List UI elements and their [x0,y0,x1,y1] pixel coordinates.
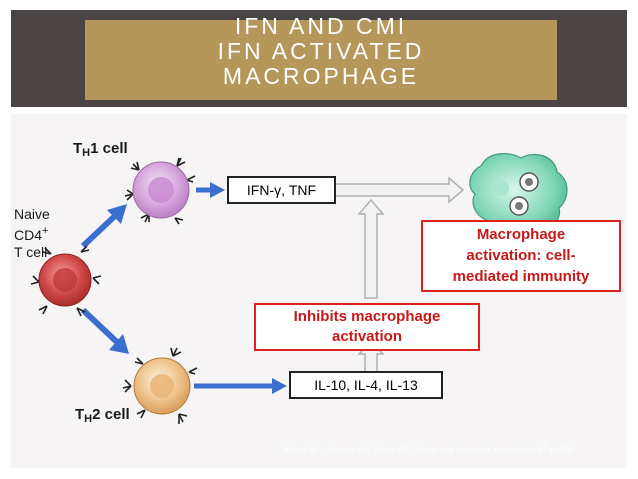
th1-label: TH1 cell [73,140,128,159]
th1-cell [125,158,195,224]
title-line-1: IFN AND CMI [85,14,557,39]
macrophage-activation-box: Macrophage activation: cell- mediated im… [421,220,621,292]
citation: Abbas AK, Lichtman AH, Pober JS. Cellula… [284,445,574,455]
arrow-th2-to-il [194,378,287,394]
ifn-tnf-label: IFN-γ, TNF [247,182,316,198]
macrophage-line-3: mediated immunity [423,266,619,287]
arrow-naive-to-th2 [83,310,129,354]
macrophage-line-2: activation: cell- [423,245,619,266]
il-label: IL-10, IL-4, IL-13 [314,377,418,393]
slide-title: IFN AND CMI IFN ACTIVATED MACROPHAGE [85,14,557,89]
arrow-naive-to-th1 [83,204,127,246]
ifn-tnf-box: IFN-γ, TNF [227,176,336,204]
arrow-th1-to-ifn [196,182,225,198]
inhibit-line-2: activation [256,327,478,347]
naive-label: Naive CD4+ T cell [14,206,50,261]
title-line-2: IFN ACTIVATED [85,39,557,64]
inhibit-box: Inhibits macrophage activation [254,303,480,351]
figure-panel: TH1 cell TH2 cell Naive CD4+ T cell IFN-… [11,114,627,468]
il-box: IL-10, IL-4, IL-13 [289,371,443,399]
th2-cell [123,348,197,424]
title-line-3: MACROPHAGE [85,64,557,89]
arrow-ifn-to-macrophage [334,178,463,202]
arrow-inhibit-up [359,200,383,298]
macrophage-line-1: Macrophage [423,224,619,245]
inhibit-line-1: Inhibits macrophage [256,307,478,327]
th2-label: TH2 cell [75,406,130,425]
